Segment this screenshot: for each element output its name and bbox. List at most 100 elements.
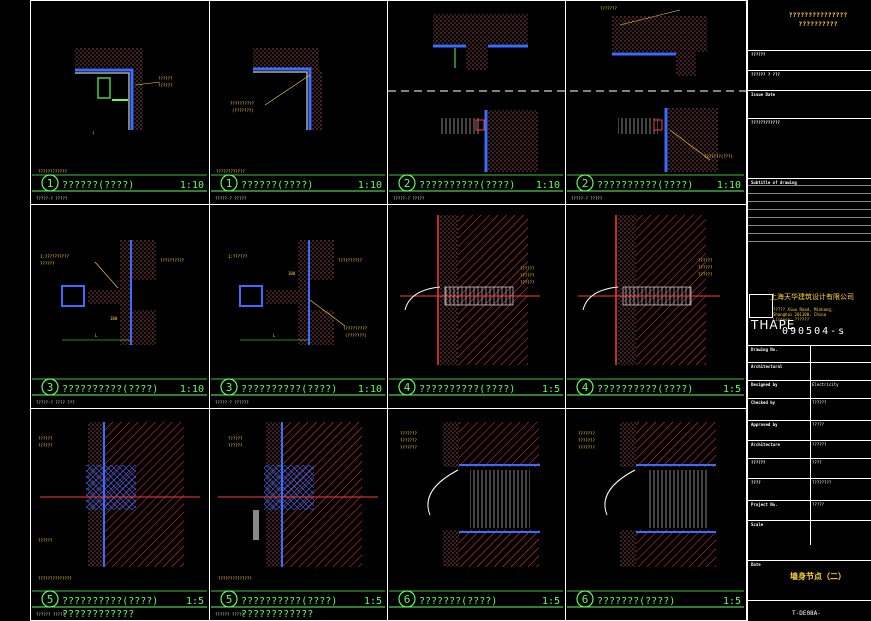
leader-line	[619, 9, 681, 26]
annotation-text: (???????)	[345, 333, 367, 338]
beam-section	[676, 52, 696, 76]
title-block-row	[748, 440, 871, 441]
annotation-text: ??????	[38, 436, 53, 441]
detail-6b[interactable]: ??????? ??????? ???????	[578, 422, 716, 567]
detail-2a[interactable]	[433, 14, 528, 70]
revision-row	[748, 185, 871, 186]
wall-section	[443, 530, 459, 567]
leader-line	[264, 74, 311, 106]
title-block-row	[748, 178, 871, 179]
title-block-row	[748, 398, 871, 399]
detail-number-circle	[41, 174, 59, 192]
finish-layer	[253, 71, 308, 130]
wall-section	[443, 422, 459, 467]
drip-arc	[582, 286, 619, 311]
title-block-row	[748, 420, 871, 421]
detail-title: ???????(????)	[597, 596, 675, 607]
detail-scale: 1:5	[542, 596, 560, 607]
annotation-text: ??????	[698, 272, 713, 277]
annotation-text: ???????	[600, 6, 617, 11]
detail-number-circle	[41, 378, 59, 396]
annotation-text: ???????	[578, 438, 595, 443]
vent-hood	[427, 469, 459, 516]
detail-4b[interactable]: ?????? ?????? ??????	[578, 215, 720, 365]
annotation-text: ??????????	[343, 326, 368, 331]
title-block-row	[748, 380, 871, 381]
annotation-text: ??????	[158, 76, 173, 81]
detail-number: 2	[404, 177, 411, 190]
drawing-number: T-DE08A-	[792, 610, 821, 617]
detail-number-circle	[220, 590, 238, 608]
detail-1b[interactable]: ?????????? (???????) ????????????	[216, 48, 322, 174]
beam-section	[88, 290, 120, 304]
annotation-text: ???????	[400, 438, 417, 443]
title-block-value: ??????	[812, 400, 827, 405]
title-block-row	[748, 500, 871, 501]
detail-note: ??????????????	[218, 576, 252, 581]
logo-mark	[749, 294, 773, 318]
detail-5b[interactable]: ?????? ?????? ??????????????	[218, 422, 378, 581]
annotation-text: ??????	[698, 258, 713, 263]
annotation-text: (???????)	[232, 108, 254, 113]
detail-2c[interactable]	[440, 110, 538, 172]
detail-scale: 1:5	[723, 596, 741, 607]
title-block-row	[748, 560, 871, 561]
vent-hood	[604, 469, 636, 516]
eave-section	[61, 285, 85, 307]
project-name-line: ??????????	[798, 20, 838, 28]
wall-section	[132, 310, 156, 345]
window-frame	[618, 118, 658, 134]
title-block-label: Scale	[751, 522, 764, 527]
company-name: 上海天华建筑设计有限公司	[770, 293, 854, 301]
window-frame	[440, 118, 480, 134]
detail-3b[interactable]: L 100 1:?????? ?????????? ?????????? (??…	[228, 240, 368, 345]
detail-6a[interactable]: ??????? ??????? ???????	[400, 422, 540, 567]
annotation-text: ??????	[158, 83, 173, 88]
detail-subtitle-2: ????????????	[241, 609, 313, 620]
annotation-text: ??????	[520, 280, 535, 285]
title-block-label: Date	[751, 562, 761, 567]
window-seal	[653, 119, 663, 131]
leader-line	[669, 129, 711, 161]
title-block-value: ?????	[812, 422, 825, 427]
title-block-row	[748, 50, 871, 51]
revision-row	[748, 241, 871, 242]
detail-title: ??????????(????)	[241, 384, 337, 395]
detail-3a[interactable]: L 100 1:?????????? ?????? ??????????	[40, 240, 185, 345]
dimension-text: L	[95, 333, 98, 338]
detail-4a[interactable]: ?????? ?????? ??????	[400, 215, 540, 365]
wall-section	[298, 240, 308, 345]
title-block-label: Drawing No.	[751, 347, 778, 352]
title-block-row	[748, 345, 871, 346]
title-block-label: Architecture	[751, 442, 780, 447]
title-block-label: ????	[751, 480, 761, 485]
detail-number-circle	[398, 174, 416, 192]
detail-5a[interactable]: ?????? ?????? ?????? ??????????????	[38, 422, 200, 581]
detail-1a[interactable]: ?????? ?????? ???????????? ?	[38, 48, 173, 174]
detail-number-circle	[576, 174, 594, 192]
insulation-block	[264, 465, 314, 510]
wall-section	[120, 240, 130, 345]
title-block-label: Architectural	[751, 364, 783, 369]
column-divider	[810, 345, 811, 545]
dimension-text: 100	[288, 271, 296, 276]
annotation-text: ??????????	[338, 258, 363, 263]
annotation-text: ?	[92, 131, 95, 136]
detail-title: ??????(????)	[241, 180, 313, 191]
detail-2d[interactable]: ???????(???)	[618, 108, 733, 172]
title-block-row	[748, 362, 871, 363]
annotation-text: ??????	[38, 443, 53, 448]
slab-section	[253, 48, 319, 70]
detail-number: 3	[47, 381, 54, 394]
project-name-line: ???????????????	[788, 11, 848, 19]
title-block: ??????????????? ?????????? ???????????? …	[747, 0, 871, 621]
annotation-text: ???????	[578, 445, 595, 450]
annotation-text: ??????	[228, 443, 243, 448]
detail-2b[interactable]: ???????	[600, 6, 707, 76]
project-number: 090504-s	[782, 326, 847, 337]
leader-line	[94, 261, 119, 289]
detail-number: 4	[582, 381, 589, 394]
title-block-row	[748, 600, 871, 601]
vent-grille	[470, 470, 530, 528]
